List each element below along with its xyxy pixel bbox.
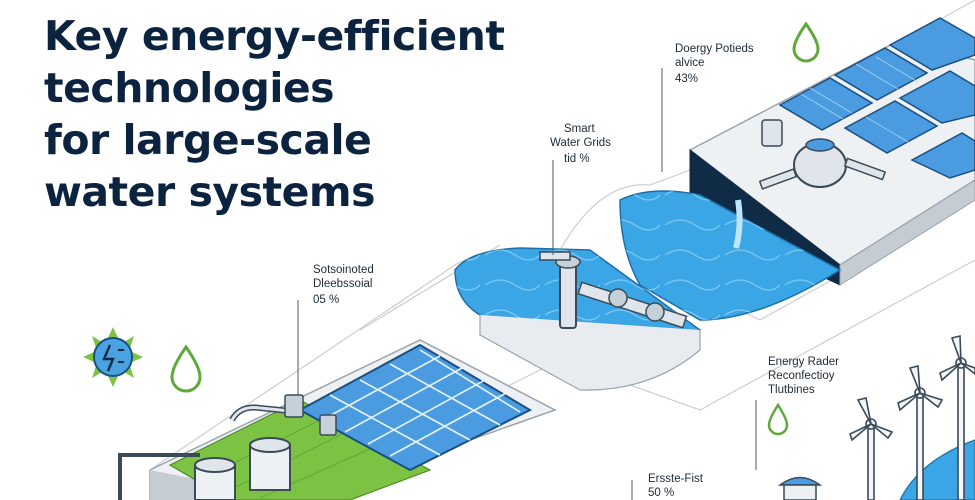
- callout-label: Smart: [564, 123, 595, 135]
- callout-turbines: Energy Rader Reconfectioy Tlutbines: [768, 355, 839, 397]
- callout-label: alvice: [675, 57, 705, 69]
- reservoir-upper: [619, 190, 842, 321]
- callout-label: Sotsoinoted: [313, 264, 374, 276]
- title-line: Key energy-efficient: [44, 12, 505, 60]
- callout-value: 43%: [675, 73, 699, 85]
- pump-icon: [758, 119, 887, 190]
- solar-array-left: [297, 343, 533, 472]
- callout-label: Tlutbines: [768, 384, 815, 396]
- callout-value: 05 %: [313, 294, 340, 306]
- callout-smart-grids: Smart Water Grids tid %: [550, 122, 611, 166]
- callout-left: Sotsoinoted Dleebssoial 05 %: [313, 263, 374, 307]
- solar-array-top: [778, 17, 975, 179]
- title-line: for large-scale: [44, 116, 372, 164]
- water-drop-icon: [170, 344, 202, 393]
- water-tank-icon: [118, 394, 337, 500]
- wind-turbine-icon: [939, 334, 975, 500]
- callout-top-right: Doergy Potieds alvice 43%: [675, 42, 754, 86]
- reservoir-middle: [454, 247, 702, 391]
- callout-bottom: Ersste-Fist 50 %: [648, 472, 703, 500]
- callout-value: 50 %: [648, 487, 675, 499]
- callout-label: Doergy Potieds: [675, 43, 754, 55]
- callout-label: Ersste-Fist: [648, 473, 703, 485]
- callout-label: Water Grids: [550, 137, 611, 149]
- callout-label: Dleebssoial: [313, 278, 373, 290]
- callout-label: Reconfectioy: [768, 370, 835, 382]
- wind-turbine-icon: [849, 397, 894, 500]
- callout-label: Energy Rader: [768, 356, 839, 368]
- wind-turbine-icon: [897, 364, 944, 500]
- water-drop-icon: [792, 21, 820, 63]
- title-line: technologies: [44, 64, 335, 112]
- pump-icon: [539, 251, 688, 329]
- page-title: Key energy-efficient technologies for la…: [44, 10, 604, 218]
- water-tank-icon: [777, 476, 823, 500]
- callout-value: tid %: [564, 153, 590, 165]
- title-line: water systems: [44, 168, 376, 216]
- water-drop-icon: [767, 402, 789, 436]
- callout-leader-lines: [297, 68, 757, 500]
- energy-sun-badge-icon: [83, 327, 143, 387]
